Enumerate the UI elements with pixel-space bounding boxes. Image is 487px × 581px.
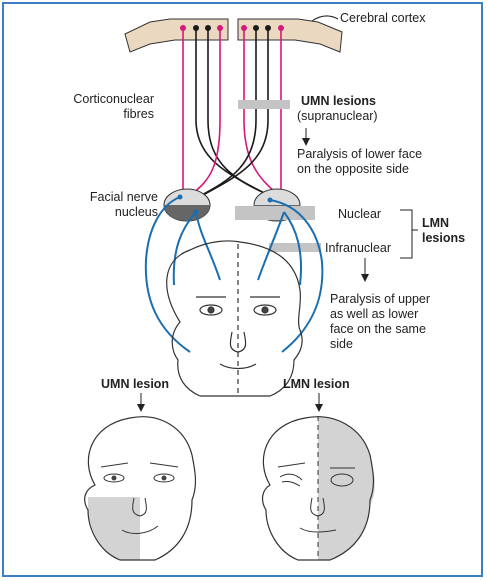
umn-lesion-marker — [238, 100, 290, 109]
infranuclear-lesion-marker — [269, 243, 321, 252]
lmn-effect-text: Paralysis of upper as well as lower face… — [330, 292, 431, 351]
cerebral-cortex-label: Cerebral cortex — [340, 11, 426, 25]
cortex-leader-line — [311, 15, 339, 22]
facial-nucleus-left — [163, 188, 211, 222]
lmn-bracket — [400, 209, 413, 259]
lmn-lesion-face-label: LMN lesion — [283, 377, 350, 391]
infranuclear-label: Infranuclear — [325, 241, 392, 255]
umn-effect-text: Paralysis of lower face on the opposite … — [297, 147, 423, 176]
umn-lesion-face-label: UMN lesion — [101, 377, 170, 391]
lmn-lesions-label: LMN lesions — [422, 216, 466, 245]
figure-frame — [2, 2, 483, 577]
corticonuclear-fibres — [182, 28, 282, 198]
umn-lesion-face — [84, 416, 197, 561]
cortex-right — [237, 18, 343, 53]
corticonuclear-label: Corticonuclear fibres — [73, 92, 154, 121]
umn-lesions-title: UMN lesions — [301, 94, 377, 108]
lmn-lesion-face — [261, 416, 375, 561]
main-face — [166, 240, 303, 397]
facial-nucleus-label: Facial nerve nucleus — [89, 190, 158, 219]
umn-lesions-subtitle: (supranuclear) — [297, 109, 378, 123]
facial-nerve-branches — [144, 196, 324, 353]
cortex-neuron-dots — [180, 25, 284, 31]
nuclear-label: Nuclear — [338, 207, 382, 221]
cortex-left — [124, 18, 229, 53]
